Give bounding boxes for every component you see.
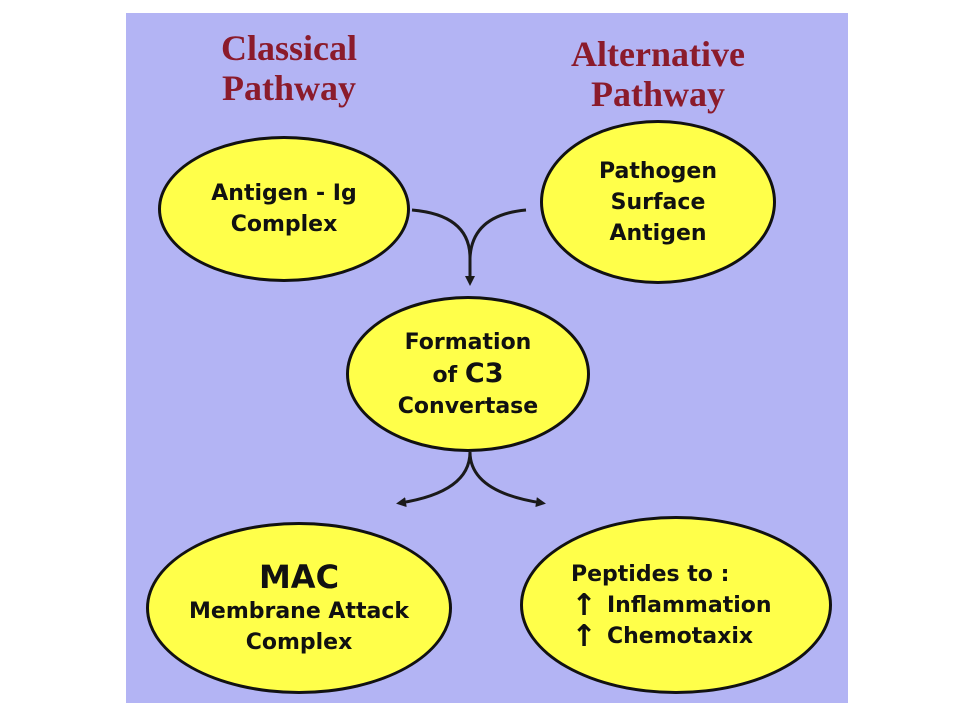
peptide-item-label: Inflammation [607,592,772,618]
classical-title-line2: Pathway [222,68,356,108]
peptide-item-label: Chemotaxix [607,623,754,649]
connector-classical-to-c3 [411,208,472,259]
peptides-heading: Peptides to : [571,561,730,587]
c3-line2-prefix: of [432,362,458,388]
up-arrow-icon: ↑ [571,618,597,654]
peptide-item-chemotaxix: ↑ Chemotaxix [571,621,829,652]
pathogen-line1: Pathogen [598,158,717,184]
c3-line3: Convertase [397,393,539,419]
antigen-ig-complex-node: Antigen - Ig Complex [158,136,410,282]
peptides-node: Peptides to : ↑ Inflammation ↑ Chemotaxi… [520,516,832,694]
classical-pathway-title: Classical Pathway [196,28,382,108]
pathogen-line3: Antigen [609,220,707,246]
peptide-item-inflammation: ↑ Inflammation [571,590,829,621]
arrow-c3-to-mac [396,451,472,508]
c3-line2: of C3 [433,358,504,391]
mac-node: MAC Membrane Attack Complex [146,522,452,694]
antigen-ig-line1: Antigen - Ig [211,181,357,206]
antigen-ig-line2: Complex [230,212,338,237]
alternative-pathway-title: Alternative Pathway [540,34,776,114]
pathogen-surface-antigen-node: Pathogen Surface Antigen [540,120,776,284]
connector-alternative-to-c3 [468,208,527,259]
alternative-title-line1: Alternative [571,34,745,74]
c3-line1: Formation [404,329,532,355]
mac-heading: MAC [258,558,340,596]
c3-convertase-node: Formation of C3 Convertase [346,296,590,452]
c3-label: C3 [464,357,504,389]
classical-title-line1: Classical [220,28,357,68]
arrow-c3-to-peptides [468,451,546,508]
up-arrow-icon: ↑ [571,587,597,623]
mac-line3: Complex [245,630,353,655]
alternative-title-line2: Pathway [591,74,725,114]
pathogen-line2: Surface [610,189,706,215]
mac-line2: Membrane Attack [189,599,409,624]
